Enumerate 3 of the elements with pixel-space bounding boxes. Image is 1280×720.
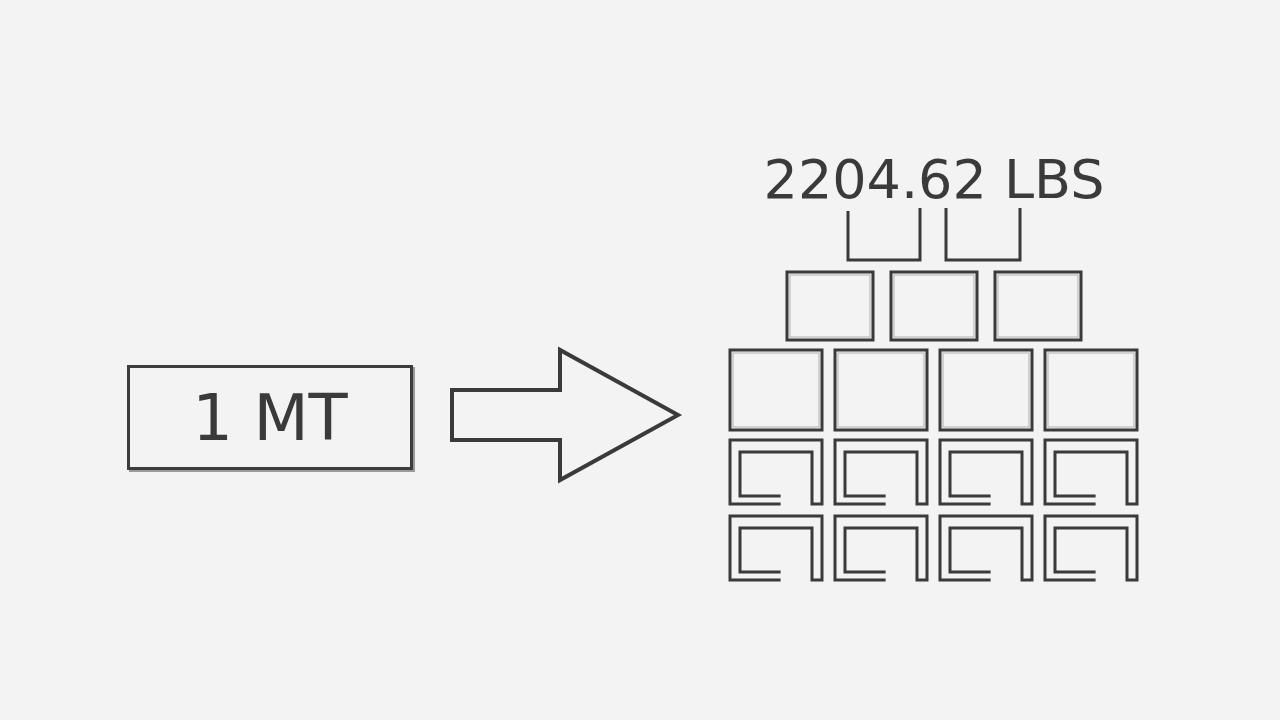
label-box: 1 MT [127, 365, 413, 470]
weight-heading: 2204.62 LBS [762, 150, 1106, 210]
block-arrow [450, 346, 683, 484]
